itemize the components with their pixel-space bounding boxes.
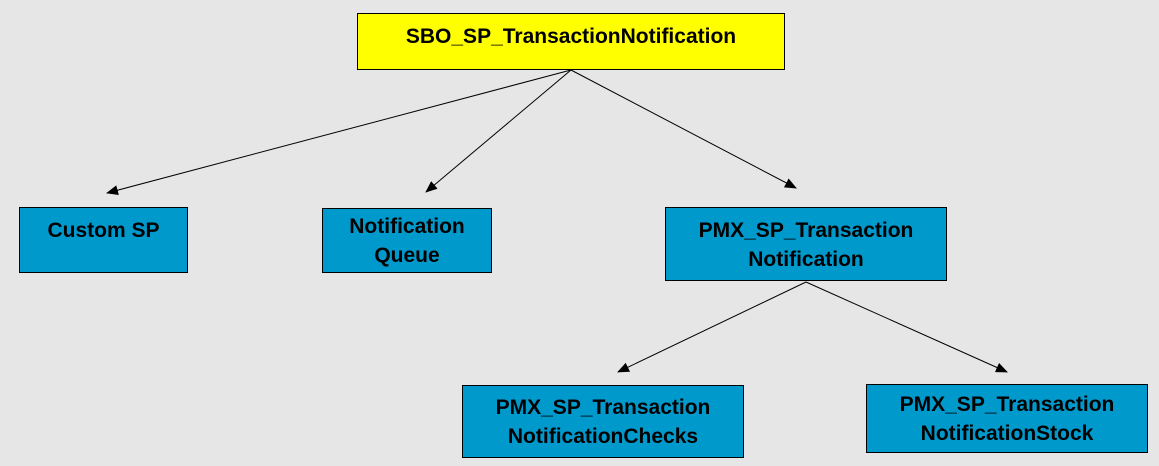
node-label: Notification Queue bbox=[349, 214, 465, 267]
node-pmx-sp-transaction-notification-checks: PMX_SP_Transaction NotificationChecks bbox=[462, 385, 744, 458]
arrow-pmx-to-stock bbox=[805, 281, 1008, 373]
arrow-root-to-pmx-notification bbox=[570, 69, 797, 189]
node-label: PMX_SP_Transaction NotificationChecks bbox=[495, 395, 711, 448]
arrow-root-to-notification-queue bbox=[425, 69, 572, 193]
node-label: PMX_SP_Transaction Notification bbox=[698, 219, 914, 271]
node-label: PMX_SP_Transaction NotificationStock bbox=[899, 392, 1115, 445]
node-custom-sp: Custom SP bbox=[19, 207, 188, 273]
node-pmx-sp-transaction-notification-stock: PMX_SP_Transaction NotificationStock bbox=[866, 384, 1148, 453]
node-label: Custom SP bbox=[47, 219, 160, 242]
arrow-pmx-to-checks bbox=[617, 281, 807, 373]
node-pmx-sp-transaction-notification: PMX_SP_Transaction Notification bbox=[665, 207, 947, 281]
node-notification-queue: Notification Queue bbox=[322, 208, 492, 273]
arrow-root-to-custom-sp bbox=[106, 69, 572, 196]
node-sbo-sp-transaction-notification: SBO_SP_TransactionNotification bbox=[357, 13, 785, 70]
node-label: SBO_SP_TransactionNotification bbox=[405, 25, 737, 48]
